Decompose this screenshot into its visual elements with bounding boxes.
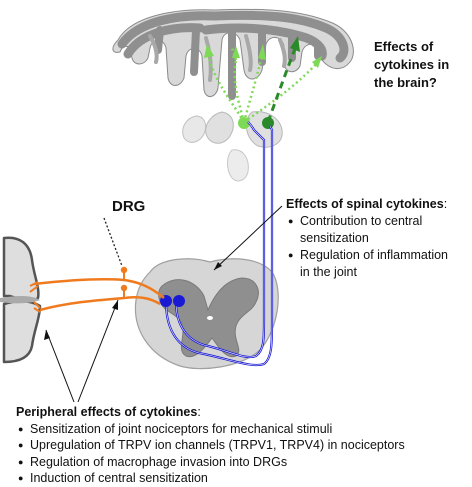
peripheral-effects-box: Peripheral effects of cytokines: Sensiti…: [16, 404, 472, 487]
brain-effects-line: Effects of: [374, 39, 434, 54]
spinal-effects-title: Effects of spinal cytokines:: [286, 196, 472, 213]
arrowhead-icon: [204, 44, 214, 58]
arrowhead-icon: [290, 36, 300, 52]
drg-cell-body: [120, 266, 128, 274]
arrowhead-icon: [44, 330, 50, 340]
arrowhead-icon: [312, 56, 322, 68]
spinal-effect-text: Contribution to central: [300, 214, 423, 228]
arrowhead-icon: [258, 44, 266, 60]
brain-effects-line: cytokines in: [374, 57, 450, 72]
dorsal-horn-neuron: [173, 295, 185, 307]
list-item: Induction of central sensitization: [16, 470, 472, 487]
spinal-effect-text: in the joint: [300, 265, 357, 279]
pointer-lines: [44, 205, 283, 403]
arrowhead-icon: [232, 46, 240, 58]
list-item: Contribution to central sensitization: [286, 213, 472, 247]
list-item: Regulation of inflammation in the joint: [286, 247, 472, 281]
drg-cell-body: [120, 284, 128, 292]
joint-afferents: [29, 266, 165, 313]
brain-cortex: [112, 8, 354, 100]
peripheral-effects-colon: :: [197, 405, 201, 419]
brain-effects-label: Effects of cytokines in the brain?: [374, 38, 449, 92]
arrowhead-icon: [112, 300, 118, 310]
spinal-effects-heading: Effects of spinal cytokines: [286, 197, 444, 211]
brain-neuron-soma: [262, 117, 274, 129]
drg-label: DRG: [112, 198, 146, 215]
brain-neurons: [204, 36, 322, 129]
peripheral-effects-heading: Peripheral effects of cytokines: [16, 405, 198, 419]
list-item: Upregulation of TRPV ion channels (TRPV1…: [16, 437, 472, 454]
spinal-effect-text: Regulation of inflammation: [300, 248, 448, 262]
spinal-effects-colon: :: [443, 197, 448, 211]
list-item: Sensitization of joint nociceptors for m…: [16, 421, 472, 438]
spinal-cord: [134, 258, 279, 370]
brainstem: [182, 111, 283, 182]
spinal-effect-text: sensitization: [300, 231, 369, 245]
list-item: Regulation of macrophage invasion into D…: [16, 454, 472, 471]
knee-joint: [0, 236, 42, 364]
peripheral-effects-title: Peripheral effects of cytokines:: [16, 404, 472, 421]
arrowhead-icon: [214, 262, 222, 270]
brain-neuron-soma: [238, 117, 250, 129]
spinal-effects-box: Effects of spinal cytokines: Contributio…: [286, 196, 472, 281]
spinal-projection-neurons: [160, 121, 274, 367]
brain-effects-line: the brain?: [374, 75, 437, 90]
